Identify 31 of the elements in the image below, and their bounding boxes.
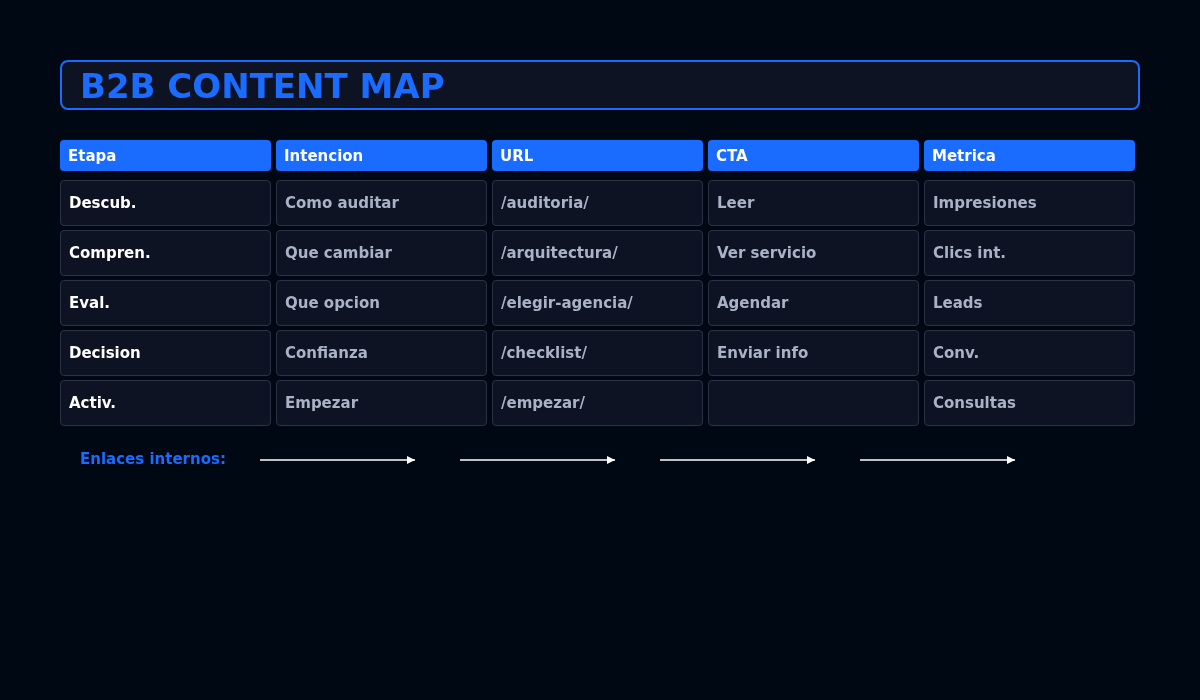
links-label: Enlaces internos: [80,450,226,468]
table-cell: Que opcion [276,280,487,326]
table-cell: Empezar [276,380,487,426]
header-cell: CTA [708,140,919,171]
table-cell: Descub. [60,180,271,226]
table-cell: Activ. [60,380,271,426]
table-cell: Consultas [924,380,1135,426]
table-cell: Clics int. [924,230,1135,276]
header-cell: Metrica [924,140,1135,171]
table-cell: Leads [924,280,1135,326]
table-cell: Impresiones [924,180,1135,226]
table-cell: Ver servicio [708,230,919,276]
header-cell: URL [492,140,703,171]
table-cell: /checklist/ [492,330,703,376]
header-cell: Intencion [276,140,487,171]
table-cell: /elegir-agencia/ [492,280,703,326]
table-cell: Confianza [276,330,487,376]
title: B2B CONTENT MAP [60,60,1140,110]
header-cell: Etapa [60,140,271,171]
table-cell: /arquitectura/ [492,230,703,276]
table-cell: Enviar info [708,330,919,376]
table-cell: Conv. [924,330,1135,376]
table-cell: Que cambiar [276,230,487,276]
table-cell: Leer [708,180,919,226]
table-cell: Como auditar [276,180,487,226]
table-cell: Decision [60,330,271,376]
table-cell: Compren. [60,230,271,276]
table-cell: Agendar [708,280,919,326]
table-cell: Eval. [60,280,271,326]
table-cell: /auditoria/ [492,180,703,226]
table-cell: /empezar/ [492,380,703,426]
